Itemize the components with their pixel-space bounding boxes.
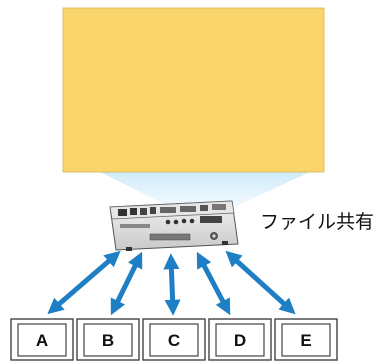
- arrow-d: [196, 251, 231, 316]
- arrow-b: [110, 251, 143, 316]
- arrow-c: [163, 253, 181, 316]
- terminal-a: A: [10, 318, 74, 361]
- terminal-label-a: A: [36, 331, 48, 350]
- file-sharing-caption: ファイル共有: [260, 211, 375, 233]
- arrow-e: [225, 250, 296, 315]
- terminal-e: E: [274, 318, 338, 361]
- terminal-label-e: E: [300, 331, 311, 350]
- terminal-b: B: [76, 318, 140, 361]
- arrow-a: [47, 250, 121, 315]
- projection-screen: [62, 7, 325, 173]
- arrows: [47, 250, 296, 316]
- projector: [109, 200, 239, 251]
- terminal-label-b: B: [102, 331, 114, 350]
- terminal-d: D: [208, 318, 272, 361]
- terminal-c: C: [142, 318, 206, 361]
- terminal-label-d: D: [234, 331, 246, 350]
- projection-beam: [100, 172, 310, 208]
- terminal-label-c: C: [168, 331, 180, 350]
